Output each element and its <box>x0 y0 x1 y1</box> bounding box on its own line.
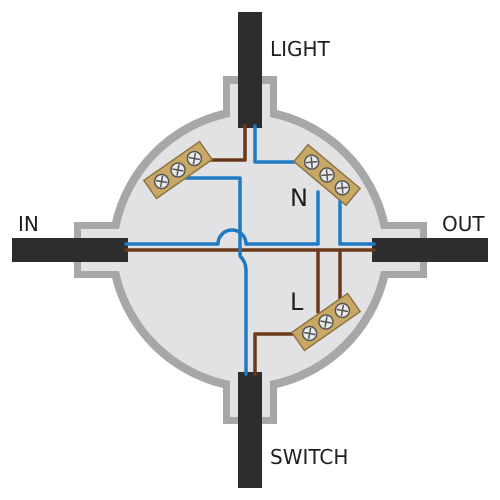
screw-icon <box>301 325 318 342</box>
neutral-wires <box>124 124 376 376</box>
label-light: LIGHT <box>270 37 331 61</box>
screw-icon <box>319 167 335 183</box>
screw-icon <box>186 150 203 167</box>
label-out: OUT <box>442 212 485 236</box>
screw-icon <box>303 154 320 170</box>
neutral-wire-switch <box>174 176 248 376</box>
terminal-block-neutral <box>292 143 362 207</box>
cable-switch <box>238 372 262 488</box>
neutral-wire-in <box>124 190 320 246</box>
cables <box>12 12 488 488</box>
neutral-wire-light <box>253 124 300 164</box>
live-wire-light <box>203 124 247 162</box>
cable-light <box>238 12 262 128</box>
label-neutral: N <box>290 184 308 212</box>
screw-icon <box>170 162 186 178</box>
cable-in <box>12 238 128 262</box>
live-wire-switch <box>253 332 298 376</box>
screw-icon <box>153 173 170 190</box>
screw-icon <box>318 314 334 330</box>
label-in: IN <box>18 212 39 236</box>
neutral-wire-out <box>338 196 376 246</box>
terminal-block-left <box>142 140 214 200</box>
screw-icon <box>334 302 351 319</box>
screw-icon <box>334 180 351 196</box>
label-live: L <box>290 288 304 316</box>
terminal-block-live <box>290 292 362 352</box>
label-switch: SWITCH <box>270 445 348 469</box>
cable-out <box>372 238 488 262</box>
live-wires <box>124 124 376 376</box>
